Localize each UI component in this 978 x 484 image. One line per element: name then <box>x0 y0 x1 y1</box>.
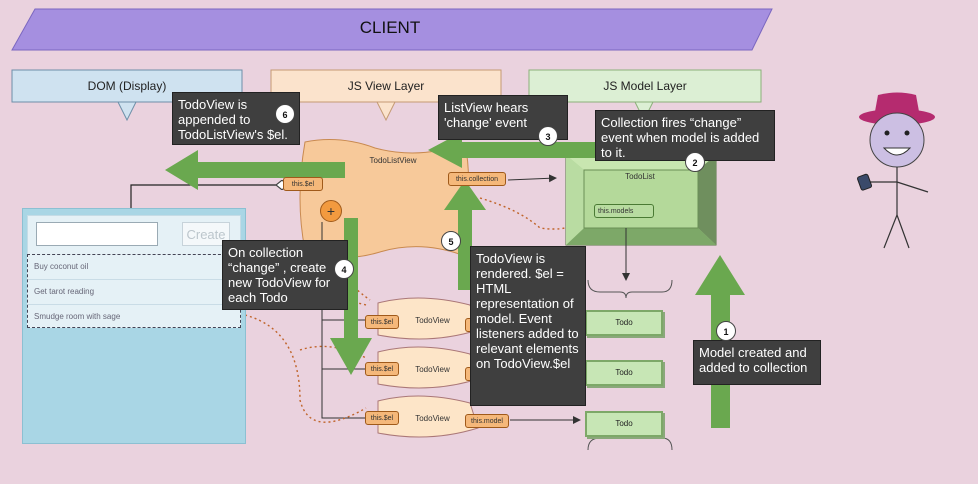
model-layer-title: JS Model Layer <box>603 79 687 93</box>
callout-step-6: TodoView is appended to TodoListView's $… <box>172 92 300 145</box>
green-arrow-render <box>444 180 486 290</box>
dotted-curve <box>244 314 367 423</box>
green-arrow-change-event <box>428 132 600 168</box>
step-badge-4: 4 <box>334 259 354 279</box>
step-badge-3: 3 <box>538 126 558 146</box>
dom-display-panel: Create Buy coconut oil Get tarot reading… <box>22 208 246 444</box>
collection-models-tag: this.models <box>594 204 654 218</box>
todoview-el-tag-3: this.$el <box>365 411 399 425</box>
step-badge-1: 1 <box>716 321 736 341</box>
todo-model-2: Todo <box>585 360 663 386</box>
green-arrow-create-views <box>330 218 372 375</box>
todo-model-1: Todo <box>585 310 663 336</box>
todoview-title-2: TodoView <box>415 365 450 374</box>
list-view-collection-tag: this.collection <box>448 172 506 186</box>
todoview-shape-3 <box>377 395 479 438</box>
client-banner-title: CLIENT <box>359 18 421 37</box>
phone-icon <box>857 173 873 191</box>
todolistview-title: TodoListView <box>369 156 417 165</box>
dotted-curve <box>479 197 566 230</box>
todolist-collection-shape <box>565 154 717 246</box>
step-badge-2: 2 <box>685 152 705 172</box>
todolist-title: TodoList <box>625 172 655 181</box>
callout-step-3: ListView hears 'change' event <box>438 95 568 140</box>
list-item[interactable]: Get tarot reading <box>28 280 240 305</box>
list-item[interactable]: Smudge room with sage <box>34 312 121 321</box>
stick-figure-with-hat-icon <box>859 92 935 249</box>
callout-step-4: On collection “change” , create new Todo… <box>222 240 348 310</box>
todoview-el-tag-2: this.$el <box>365 362 399 376</box>
green-arrow-appended <box>165 150 345 190</box>
list-item[interactable]: Buy coconut oil <box>28 255 240 280</box>
view-layer-title: JS View Layer <box>347 79 425 93</box>
add-plus-icon: + <box>320 200 342 222</box>
todoview-el-tag-1: this.$el <box>365 315 399 329</box>
create-button[interactable]: Create <box>182 222 230 246</box>
todo-list-dom: Buy coconut oil Get tarot reading Smudge… <box>27 254 241 328</box>
callout-step-5: TodoView is rendered. $el = HTML represe… <box>470 246 586 406</box>
todoview-title-1: TodoView <box>415 316 450 325</box>
callout-step-1: Model created and added to collection <box>693 340 821 385</box>
list-view-el-tag: this.$el <box>283 177 323 191</box>
callout-step-2: Collection fires “change” event when mod… <box>595 110 775 161</box>
todo-model-3: Todo <box>585 411 663 437</box>
new-todo-input[interactable] <box>36 222 158 246</box>
todos-top-brace <box>587 279 673 299</box>
step-badge-5: 5 <box>441 231 461 251</box>
dom-layer-title: DOM (Display) <box>87 79 167 93</box>
todoview-model-tag: this.model <box>465 414 509 428</box>
client-banner <box>11 8 773 51</box>
todoview-title-3: TodoView <box>415 414 450 423</box>
step-badge-6: 6 <box>275 104 295 124</box>
connector <box>507 174 557 183</box>
